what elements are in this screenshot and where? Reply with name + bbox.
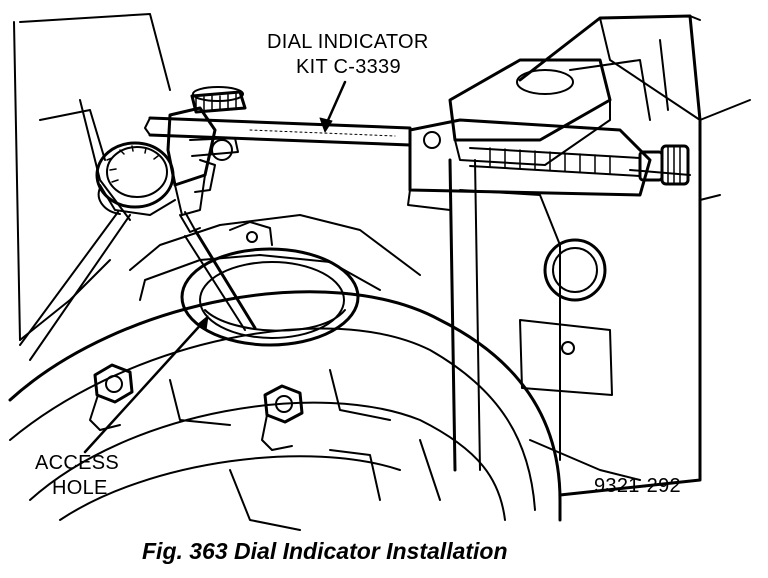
dial-support-lines — [19, 211, 131, 361]
mounting-bracket — [407, 58, 690, 211]
clamp-knob — [190, 86, 247, 114]
indicator-rod — [144, 116, 412, 147]
dial-indicator-label-line2: KIT C-3339 — [296, 56, 401, 78]
bell-housing — [8, 214, 562, 531]
transmission-case — [448, 14, 702, 497]
dial-face — [95, 141, 176, 216]
figure-caption: Fig. 363 Dial Indicator Installation — [142, 538, 508, 564]
dial-indicator-label-line1: DIAL INDICATOR — [267, 31, 429, 53]
bolt-left — [89, 363, 134, 431]
access-hole — [180, 221, 360, 347]
leader-lines — [83, 80, 347, 454]
clamp-block — [166, 106, 239, 216]
case-left-edge — [13, 13, 171, 341]
indicator-plunger — [179, 211, 257, 331]
access-hole-label-line1: ACCESS — [35, 452, 120, 474]
bolt-center — [261, 384, 304, 451]
case-right-details — [689, 15, 751, 201]
figure-code: 9321-292 — [594, 475, 681, 497]
access-hole-label-line2: HOLE — [52, 477, 108, 499]
